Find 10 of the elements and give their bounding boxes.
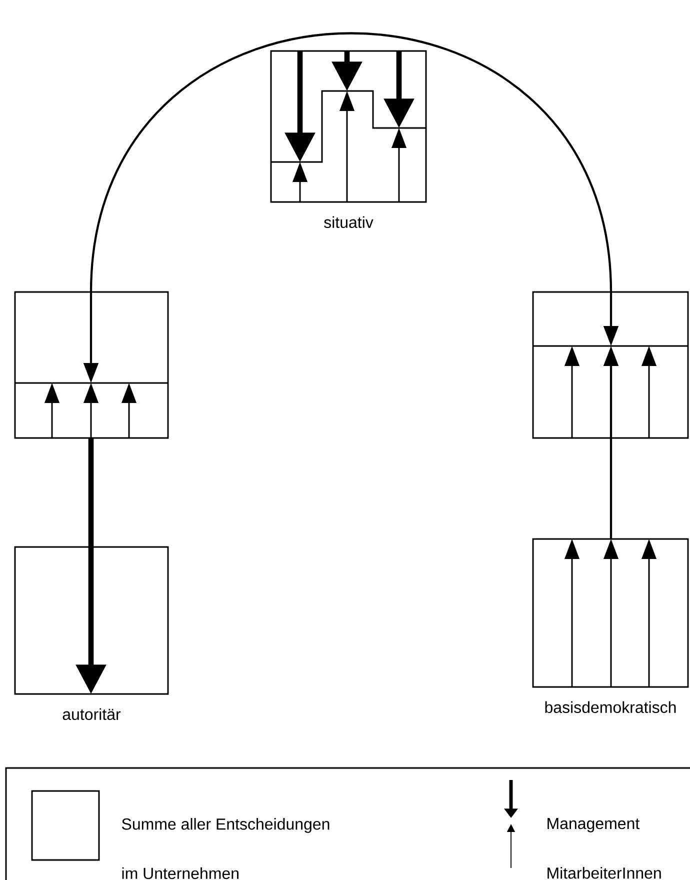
box-caption: situativ <box>324 216 374 228</box>
decision-box <box>532 538 689 688</box>
legend-label: Management <box>548 818 640 832</box>
box-caption: autoritär <box>62 708 121 720</box>
decision-box <box>532 291 689 439</box>
legend-label: MitarbeiterInnen <box>548 867 661 879</box>
decision-box <box>14 546 169 695</box>
decision-box <box>14 291 169 439</box>
legend-label: Summe aller Entscheidungen im Unternehmen <box>122 818 330 880</box>
box-caption: basisdemokratisch <box>545 701 676 713</box>
